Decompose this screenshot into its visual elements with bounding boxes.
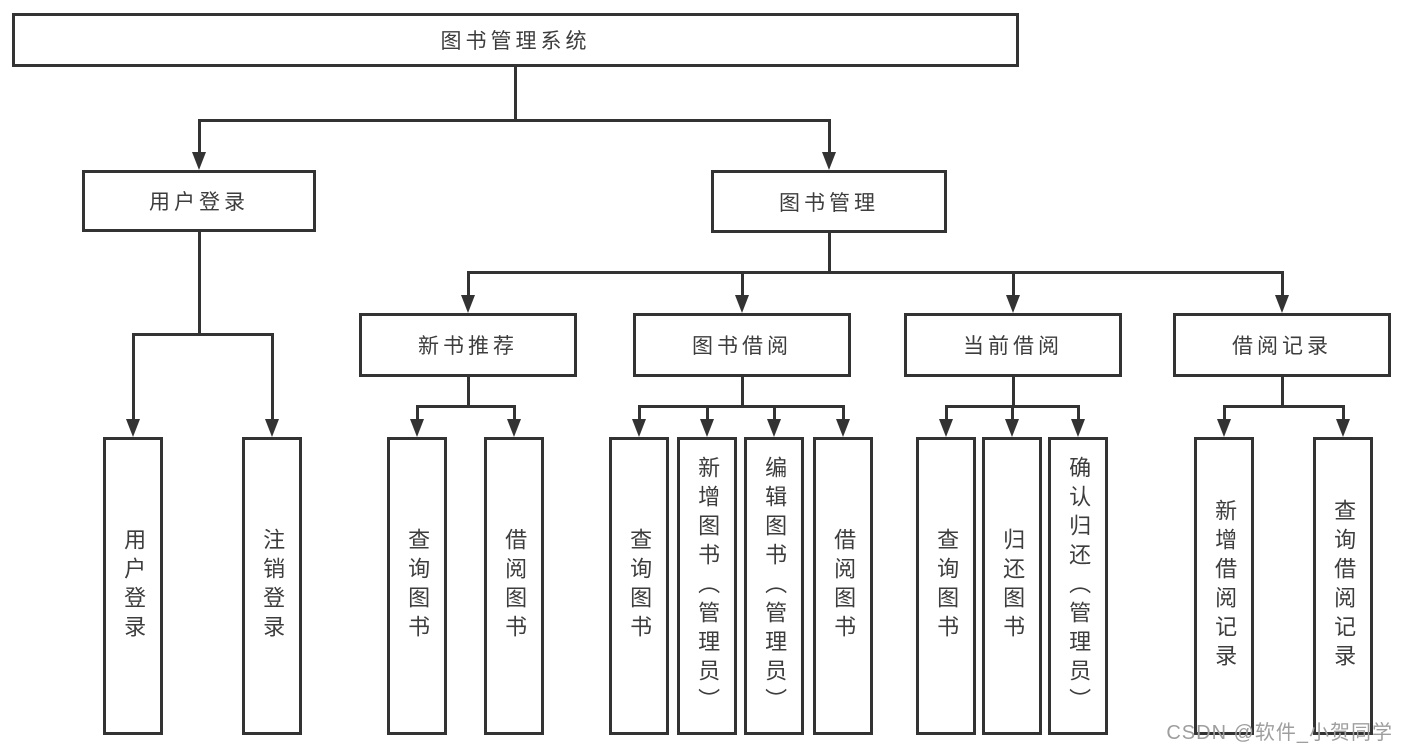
node-logout-leaf: 注销登录: [242, 437, 302, 735]
connector-segment: [706, 405, 709, 423]
node-borrowing-records-label: 借阅记录: [1232, 335, 1332, 358]
node-user-login-branch-label: 用户登录: [149, 191, 249, 214]
connector-segment: [1281, 271, 1284, 299]
connector-segment: [467, 377, 470, 408]
connector-arrowhead: [939, 419, 953, 437]
connector-arrowhead: [836, 419, 850, 437]
connector-segment: [467, 271, 1284, 274]
connector-arrowhead: [410, 419, 424, 437]
connector-arrowhead: [507, 419, 521, 437]
node-user-login-leaf-label: 用户登录: [121, 528, 147, 644]
node-book-management-label: 图书管理: [779, 191, 879, 215]
connector-arrowhead: [767, 419, 781, 437]
connector-segment: [271, 333, 274, 421]
connector-segment: [828, 233, 831, 274]
node-edit-books-admin-label: 编辑图书（管理员）: [762, 455, 788, 717]
connector-segment: [1011, 405, 1014, 423]
node-library-system-label: 图书管理系统: [440, 30, 591, 53]
connector-segment: [416, 405, 516, 408]
connector-segment: [1223, 405, 1345, 408]
connector-arrowhead: [126, 419, 140, 437]
connector-arrowhead: [735, 295, 749, 313]
connector-arrowhead: [265, 419, 279, 437]
node-query-books-recommend-label: 查询图书: [405, 528, 431, 644]
connector-arrowhead: [1217, 419, 1231, 437]
connector-segment: [741, 377, 744, 408]
connector-segment: [1012, 377, 1015, 408]
node-edit-books-admin: 编辑图书（管理员）: [744, 437, 804, 735]
connector-segment: [741, 271, 744, 299]
connector-arrowhead: [822, 152, 836, 170]
connector-arrowhead: [1006, 295, 1020, 313]
node-add-borrow-record-label: 新增借阅记录: [1212, 499, 1238, 673]
connector-arrowhead: [700, 419, 714, 437]
connector-segment: [945, 405, 948, 423]
connector-segment: [638, 405, 641, 423]
node-current-borrowing-label: 当前借阅: [963, 335, 1063, 358]
node-book-borrowing-label: 图书借阅: [692, 335, 792, 358]
connector-segment: [638, 405, 845, 408]
connector-segment: [467, 271, 470, 299]
node-return-books-label: 归还图书: [1000, 528, 1026, 644]
connector-segment: [1077, 405, 1080, 423]
connector-arrowhead: [461, 295, 475, 313]
connector-segment: [842, 405, 845, 423]
node-current-borrowing: 当前借阅: [904, 313, 1122, 377]
connector-segment: [132, 333, 135, 421]
connector-segment: [1012, 271, 1015, 299]
node-new-book-recommend: 新书推荐: [359, 313, 577, 377]
connector-arrowhead: [1005, 419, 1019, 437]
node-query-books-recommend: 查询图书: [387, 437, 447, 735]
connector-segment: [1281, 377, 1284, 408]
connector-segment: [773, 405, 776, 423]
connector-arrowhead: [1336, 419, 1350, 437]
watermark-text: CSDN @软件_小贺同学: [1166, 722, 1393, 744]
node-add-books-admin: 新增图书（管理员）: [677, 437, 737, 735]
node-confirm-return-admin-label: 确认归还（管理员）: [1066, 455, 1092, 717]
connector-arrowhead: [1071, 419, 1085, 437]
node-library-system: 图书管理系统: [12, 13, 1019, 67]
connector-arrowhead: [1275, 295, 1289, 313]
node-borrow-books-recommend: 借阅图书: [484, 437, 544, 735]
node-user-login-branch: 用户登录: [82, 170, 316, 232]
node-add-books-admin-label: 新增图书（管理员）: [695, 455, 721, 717]
node-borrowing-records: 借阅记录: [1173, 313, 1391, 377]
node-add-borrow-record: 新增借阅记录: [1194, 437, 1254, 735]
node-borrow-books-borrowing: 借阅图书: [813, 437, 873, 735]
connector-segment: [1342, 405, 1345, 423]
node-confirm-return-admin: 确认归还（管理员）: [1048, 437, 1108, 735]
node-query-books-borrowing-label: 查询图书: [627, 528, 653, 644]
node-query-books-borrowing: 查询图书: [609, 437, 669, 735]
connector-segment: [198, 119, 201, 154]
connector-segment: [1223, 405, 1226, 423]
node-query-books-current-label: 查询图书: [934, 528, 960, 644]
node-book-management: 图书管理: [711, 170, 947, 233]
node-logout-leaf-label: 注销登录: [260, 528, 286, 644]
node-borrow-books-borrowing-label: 借阅图书: [831, 528, 857, 644]
connector-segment: [828, 119, 831, 154]
node-book-borrowing: 图书借阅: [633, 313, 851, 377]
node-borrow-books-recommend-label: 借阅图书: [502, 528, 528, 644]
connector-arrowhead: [632, 419, 646, 437]
connector-segment: [132, 333, 274, 336]
node-query-books-current: 查询图书: [916, 437, 976, 735]
node-user-login-leaf: 用户登录: [103, 437, 163, 735]
connector-segment: [198, 232, 201, 336]
connector-segment: [416, 405, 419, 423]
node-return-books: 归还图书: [982, 437, 1042, 735]
node-new-book-recommend-label: 新书推荐: [418, 335, 518, 358]
connector-arrowhead: [192, 152, 206, 170]
node-query-borrow-record-label: 查询借阅记录: [1331, 499, 1357, 673]
node-query-borrow-record: 查询借阅记录: [1313, 437, 1373, 735]
connector-segment: [198, 119, 831, 122]
connector-segment: [514, 67, 517, 120]
connector-segment: [513, 405, 516, 423]
